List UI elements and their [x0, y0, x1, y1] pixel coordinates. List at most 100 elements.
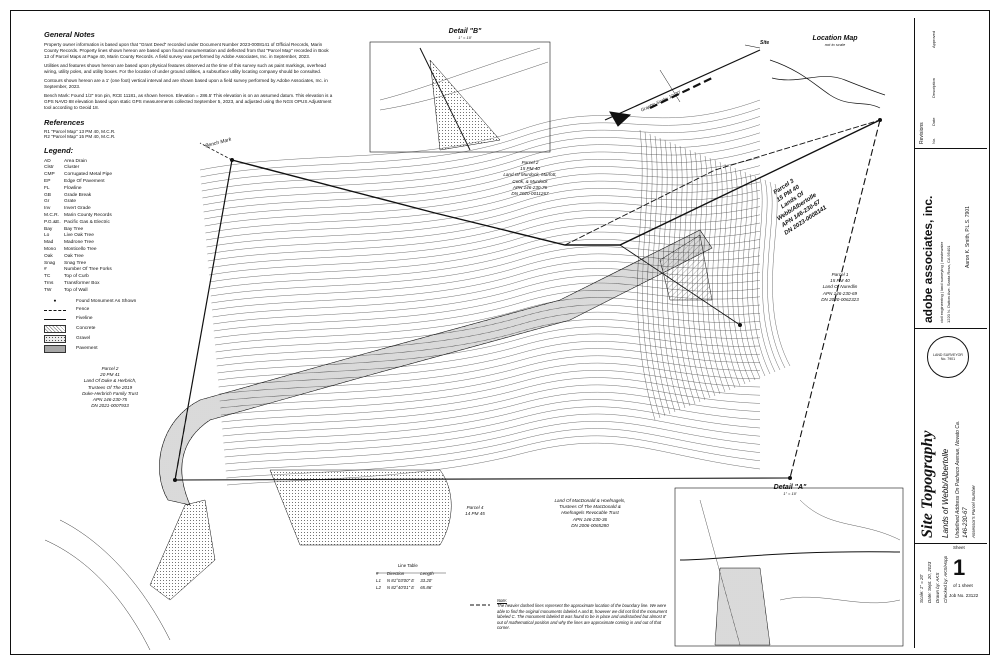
- general-notes-heading: General Notes: [44, 30, 95, 39]
- contour-line: [207, 198, 761, 255]
- company-address: 1220 N. Dutton Ave. Santa Rosa, CA 95401: [946, 245, 951, 323]
- contour-line: [223, 399, 761, 444]
- location-map-title: Location Map not to scale: [812, 35, 858, 47]
- legend-abbr: FL: [44, 185, 50, 191]
- monument-icon: [788, 476, 792, 480]
- drawn-by: Drawn by: AKS: [935, 572, 940, 603]
- legend-abbr: TC: [44, 274, 51, 280]
- concrete-swatch-icon: [44, 324, 66, 333]
- legend-desc: Area Drain: [64, 158, 87, 164]
- legend-abbr: Mad: [44, 240, 54, 246]
- general-note-1: Property owner information is based upon…: [44, 41, 329, 60]
- contour-line: [208, 222, 761, 276]
- apn-value: 146-230-67: [963, 507, 969, 538]
- legend-abbr: P.G.&E.: [44, 219, 61, 225]
- contour-line: [757, 177, 776, 373]
- date-value: Date: Sept. 20, 2023: [927, 561, 932, 603]
- legend-desc: Live Oak Tree: [64, 233, 94, 239]
- company-block: adobe associates, inc. civil engineering…: [915, 148, 987, 329]
- contour-line: [742, 171, 761, 379]
- reference-1: R1 "Parcel Map" 13 PM 40, M.C.R.: [44, 129, 116, 134]
- contour-line: [225, 428, 761, 472]
- boundary-note: Note: The heavier dashed lines represent…: [497, 598, 667, 631]
- contour-line: [205, 181, 761, 241]
- detail-b-map: [369, 41, 551, 153]
- address-line: Undefined Address On Pacheco Avenue, Nov…: [955, 420, 961, 538]
- reference-2: R2 "Parcel Map" 15 PM 40, M.C.R.: [44, 134, 116, 139]
- legend-pavement: Pavement: [44, 344, 136, 353]
- legend-gravel: Gravel: [44, 334, 136, 343]
- monuments: [173, 118, 882, 482]
- sheet-title-block: Site Topography Lands of Webb/Albertolle…: [915, 383, 987, 544]
- legend-concrete: Concrete: [44, 324, 136, 333]
- drawing-sheet: [10, 10, 990, 655]
- legend-abbr: Oak: [44, 253, 53, 259]
- general-note-4: Bench Mark: Found 1/2" Iron pin, RCE 111…: [44, 93, 333, 111]
- monument-icon: [738, 323, 742, 327]
- contour-line: [202, 132, 761, 199]
- legend-desc: Madrone Tree: [64, 240, 94, 246]
- contour-line: [220, 370, 761, 416]
- scale-value: Scale: 1" = 20': [919, 574, 924, 603]
- gravel-swatch-icon: [44, 334, 66, 343]
- contour-line: [767, 181, 786, 369]
- legend-desc: Transformer Box: [64, 280, 100, 286]
- parcel-bottom-label: Land Of MacDonald & Hoefnagels,Trustees …: [554, 498, 626, 528]
- legend-item: TC Top of Curb: [44, 274, 136, 281]
- lands-title: Lands of Webb/Albertolle: [941, 448, 950, 538]
- north-arrow: [604, 49, 761, 127]
- legend-item: FL Flowline: [44, 186, 136, 193]
- contour-line: [220, 362, 761, 409]
- legend-monument: ● Found Monument As Shown: [44, 299, 137, 306]
- contour-lines: [199, 99, 791, 486]
- contour-line: [772, 183, 791, 367]
- legend-desc: Flowline: [64, 185, 82, 191]
- fiveline-icon: [44, 319, 66, 321]
- legend-desc: Monticello Tree: [64, 247, 97, 252]
- contour-line: [222, 384, 761, 430]
- legend-abbr: Lo: [44, 233, 50, 239]
- legend-item: P.G.&E.Pacific Gas & Electric: [44, 220, 136, 227]
- legend-desc: Number Of Tree Forks: [64, 267, 112, 273]
- sheet-label: Sheet: [953, 545, 965, 550]
- driveway: [149, 229, 713, 601]
- detail-a-title: Detail "A" 1" = 10': [773, 484, 807, 496]
- legend-desc: Top of Wall: [64, 287, 88, 293]
- location-map: [744, 44, 886, 109]
- legend-abbr: Inv: [44, 206, 51, 212]
- legend-abbr: M.C.R.: [44, 213, 59, 219]
- legend-abbr: GB: [44, 192, 51, 198]
- contour-line: [224, 413, 761, 458]
- legend-heading: Legend:: [44, 146, 74, 155]
- references: References R1 "Parcel Map" 13 PM 40, M.C…: [44, 118, 115, 139]
- rev-header-date: Date: [931, 117, 936, 126]
- legend-item: Lo Live Oak Tree: [44, 233, 136, 240]
- legend-item: M.C.R.Marin County Records: [44, 213, 136, 220]
- legend-desc: Top of Curb: [64, 274, 89, 280]
- legend-fence: Fence: [44, 307, 136, 314]
- legend-desc: Cluster: [64, 165, 80, 171]
- contour-line: [203, 149, 761, 213]
- contour-line: [712, 159, 731, 391]
- detail-b-title: Detail "B" 1" = 10': [448, 28, 482, 40]
- fence-line-icon: [44, 310, 66, 312]
- contour-line: [762, 179, 781, 371]
- contour-line: [747, 173, 766, 377]
- company-subtitle: civil engineering | land surveying | was…: [939, 241, 944, 323]
- site-label: Site: [760, 40, 770, 46]
- line-table-grid: # Direction Length L1 N 81°03'00" E 33.2…: [376, 570, 440, 591]
- surveyor-seal: LAND SURVEYOR No. 7901: [927, 336, 969, 378]
- detail-a-map: [674, 487, 904, 647]
- sheet-count: of 1 sheet: [953, 583, 973, 588]
- contour-line: [752, 175, 771, 375]
